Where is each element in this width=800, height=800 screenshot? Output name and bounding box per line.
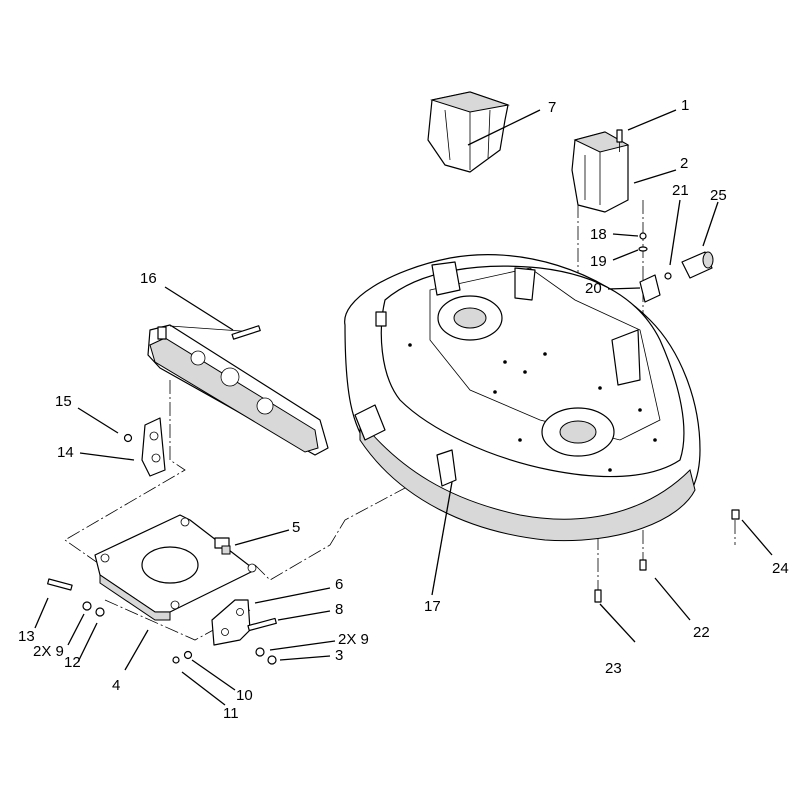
nut-18: [639, 232, 647, 240]
callout-8: 8: [335, 601, 343, 618]
nut-3: [267, 655, 277, 665]
washer-11: [172, 656, 180, 664]
deck-hanger-16: [147, 324, 329, 456]
callout-5: 5: [292, 519, 300, 536]
screw-1: [616, 129, 623, 152]
callout-1: 1: [681, 97, 689, 114]
mower-deck-housing: [344, 254, 701, 542]
callout-20: 20: [585, 280, 602, 297]
callout-23: 23: [605, 660, 622, 677]
nut-15: [123, 433, 133, 443]
callout-21: 21: [672, 182, 689, 199]
spacer-12: [95, 607, 105, 617]
callout-9-left: 2X 9: [33, 643, 64, 660]
knob-25: [681, 251, 714, 279]
callout-10: 10: [236, 687, 253, 704]
callout-11: 11: [223, 705, 239, 722]
leader-lines: [34, 109, 773, 706]
bracket-14: [141, 417, 166, 477]
washer-9-right: [255, 647, 265, 657]
fitting-parts: [638, 232, 714, 303]
bolt-16: [231, 325, 261, 340]
bracket-6: [211, 599, 251, 646]
callout-4: 4: [112, 677, 120, 694]
bolt-23: [594, 589, 602, 603]
callout-16: 16: [140, 270, 157, 287]
hardware-small: [47, 509, 740, 665]
callout-17: 17: [424, 598, 441, 615]
rod-8: [247, 617, 277, 632]
pin-5: [214, 537, 231, 555]
deflector-7: [427, 91, 510, 173]
bracket-20: [639, 274, 661, 303]
callout-2: 2: [680, 155, 688, 172]
callout-19: 19: [590, 253, 607, 270]
callouts: 7 1 2 21 25 18 19 20 16 15 14 5 6 8 2X 9…: [18, 97, 789, 722]
washer-9-left: [82, 601, 92, 611]
callout-14: 14: [57, 444, 74, 461]
callout-12: 12: [64, 654, 81, 671]
bolt-13: [47, 578, 73, 591]
callout-18: 18: [590, 226, 607, 243]
callout-25: 25: [710, 187, 727, 204]
callout-3: 3: [335, 647, 343, 664]
washer-19: [638, 246, 648, 252]
callout-24: 24: [772, 560, 789, 577]
nut-10: [183, 650, 193, 660]
callout-13: 13: [18, 628, 35, 645]
bolt-22: [639, 559, 647, 571]
callout-9-right: 2X 9: [338, 631, 369, 648]
callout-15: 15: [55, 393, 72, 410]
washer-21: [664, 272, 672, 280]
callout-6: 6: [335, 576, 343, 593]
deflector-2: [571, 131, 630, 213]
callout-22: 22: [693, 624, 710, 641]
nut-24: [731, 509, 740, 520]
callout-7: 7: [548, 99, 556, 116]
